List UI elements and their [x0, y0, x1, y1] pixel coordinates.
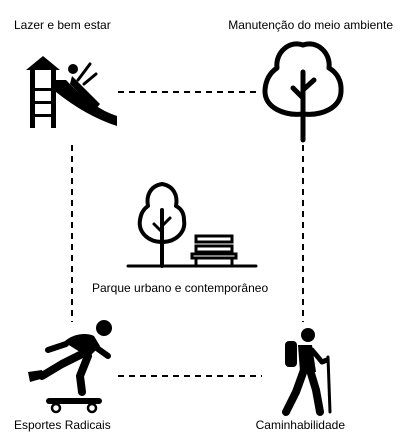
label-lazer-e-bem-estar: Lazer e bem estar [14, 18, 111, 32]
label-parque-urbano: Parque urbano e contemporâneo [92, 281, 269, 295]
tree-icon [262, 41, 344, 143]
park-tree-bench-icon [126, 182, 258, 268]
label-caminhabilidade: Caminhabilidade [255, 418, 345, 432]
playground-slide-icon [26, 56, 117, 128]
connectors [71, 91, 304, 377]
label-manutencao-meio-ambiente: Manutenção do meio ambiente [228, 18, 393, 32]
label-esportes-radicais: Esportes Radicais [14, 418, 111, 432]
skateboarder-icon [28, 320, 112, 414]
hiker-icon [282, 328, 332, 416]
